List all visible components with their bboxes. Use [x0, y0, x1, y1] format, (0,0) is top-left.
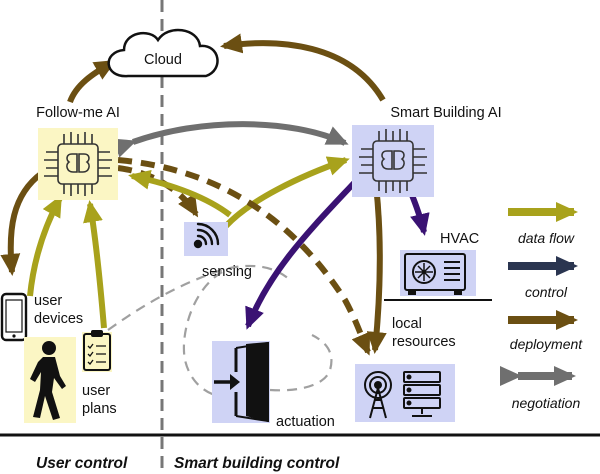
followme-ai-label: Follow-me AI: [36, 105, 120, 121]
hvac-label: HVAC: [440, 231, 479, 247]
arrow-plans-to-followme: [83, 200, 107, 329]
smart-building-ai-label: Smart Building AI: [390, 105, 501, 121]
legend: data flow control deployment negotiation: [500, 202, 583, 411]
arrow-followme-to-cloud: [67, 59, 117, 104]
wireless-sensor-icon: [193, 222, 220, 249]
walking-person-icon: [30, 341, 66, 420]
clipboard-icon: [82, 330, 112, 372]
legend-control: control: [525, 284, 568, 300]
sensing-icon-bg: [184, 222, 228, 256]
legend-deployment: deployment: [510, 336, 583, 352]
legend-negotiation: negotiation: [512, 395, 581, 411]
arrow-followme-to-resources: [117, 157, 371, 356]
arrow-followme-to-devices: [0, 170, 44, 276]
cloud-icon: [107, 28, 219, 78]
ai-brain-chip-icon: [359, 129, 427, 193]
footer-smart-building-control: Smart building control: [174, 455, 340, 472]
server-rack-icon: [403, 371, 441, 417]
arrow-devices-to-followme: [27, 194, 63, 297]
arrow-negotiation: [112, 121, 349, 158]
antenna-tower-icon: [364, 371, 392, 419]
arrow-building-to-actuation: [245, 180, 357, 330]
context-dashed-loop: [107, 264, 291, 331]
arrow-sensing-to-followme: [128, 169, 232, 218]
arrow-building-to-resources: [366, 184, 387, 354]
arrow-building-to-cloud: [220, 33, 386, 102]
legend-data-flow: data flow: [518, 230, 575, 246]
cloud-label: Cloud: [144, 52, 182, 68]
actuation-label: actuation: [276, 414, 335, 430]
hvac-unit-icon: [404, 253, 466, 295]
sensing-label: sensing: [202, 264, 252, 280]
door-enter-icon: [214, 341, 269, 423]
smartphone-icon: [0, 292, 28, 342]
ai-brain-chip-icon: [44, 132, 112, 196]
context-dashed-loop-3: [269, 334, 333, 392]
footer-user-control: User control: [36, 455, 128, 472]
arrow-sensing-to-building: [223, 156, 350, 229]
